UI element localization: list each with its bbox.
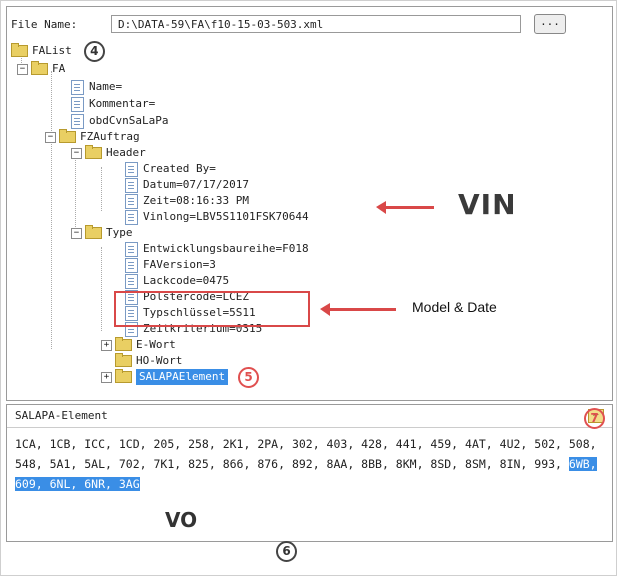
tree-node-entwicklungsbaureihe[interactable]: Entwicklungsbaureihe=F018 bbox=[125, 241, 309, 257]
tree-node-obd[interactable]: obdCvnSaLaPa bbox=[71, 113, 168, 129]
node-label: Zeit=08:16:33 PM bbox=[143, 194, 249, 207]
node-label: Datum=07/17/2017 bbox=[143, 178, 249, 191]
node-label: Lackcode=0475 bbox=[143, 274, 230, 287]
collapse-icon[interactable]: − bbox=[71, 147, 82, 159]
node-label: HO-Wort bbox=[136, 354, 183, 367]
annotation-5: 5 bbox=[238, 366, 260, 388]
tree-node-created-by[interactable]: Created By= bbox=[125, 161, 216, 177]
tree-connector bbox=[101, 167, 102, 211]
collapse-icon[interactable]: − bbox=[45, 131, 56, 143]
file-name-label: File Name: bbox=[11, 17, 78, 31]
node-label: obdCvnSaLaPa bbox=[89, 114, 169, 127]
file-row: File Name: D:\DATA-59\FA\f10-15-03-503.x… bbox=[11, 15, 521, 33]
node-label: Polstercode=LCEZ bbox=[143, 290, 249, 303]
tree-node-salapa-element[interactable]: + SALAPAElement 5 bbox=[101, 366, 260, 388]
node-label: Created By= bbox=[143, 162, 216, 175]
tree-connector bbox=[101, 247, 102, 331]
node-label: Name= bbox=[89, 80, 123, 93]
node-label: Typschlüssel=5S11 bbox=[143, 306, 256, 319]
salapa-panel: SALAPA-Element ⇤ 1CA, 1CB, ICC, 1CD, 205… bbox=[6, 404, 613, 542]
node-label: Type bbox=[106, 226, 133, 239]
tree-node-header[interactable]: − Header bbox=[71, 145, 146, 161]
vo-annotation: VO bbox=[165, 508, 198, 532]
node-label: Vinlong=LBV5S1101FSK70644 bbox=[143, 210, 309, 223]
node-label: FZAuftrag bbox=[80, 130, 140, 143]
document-icon bbox=[125, 209, 138, 225]
node-label: FAVersion=3 bbox=[143, 258, 216, 271]
document-icon bbox=[71, 79, 84, 95]
annotation-7: 7 bbox=[584, 408, 605, 429]
tree-node-ho-wort[interactable]: HO-Wort bbox=[115, 353, 182, 369]
tree-node-kommentar[interactable]: Kommentar= bbox=[71, 96, 155, 112]
expand-icon[interactable]: + bbox=[101, 371, 112, 383]
node-label-selected: SALAPAElement bbox=[136, 369, 229, 385]
browse-button[interactable]: ... bbox=[534, 14, 566, 34]
xml-tree-panel: File Name: D:\DATA-59\FA\f10-15-03-503.x… bbox=[6, 6, 613, 401]
document-icon bbox=[125, 257, 138, 273]
folder-open-icon bbox=[59, 129, 76, 143]
salapa-codes-plain: 1CA, 1CB, ICC, 1CD, 205, 258, 2K1, 2PA, … bbox=[15, 437, 597, 471]
tree-node-falist[interactable]: FAList 4 bbox=[11, 40, 105, 62]
tree-connector bbox=[75, 151, 76, 227]
node-label: Entwicklungsbaureihe=F018 bbox=[143, 242, 309, 255]
document-icon bbox=[125, 289, 138, 305]
file-path-input[interactable]: D:\DATA-59\FA\f10-15-03-503.xml bbox=[111, 15, 521, 33]
folder-open-icon bbox=[85, 225, 102, 239]
node-label: Kommentar= bbox=[89, 97, 156, 110]
annotation-4: 4 bbox=[83, 40, 105, 62]
folder-open-icon bbox=[11, 43, 28, 57]
document-icon bbox=[125, 305, 138, 321]
tree-node-name[interactable]: Name= bbox=[71, 79, 122, 95]
document-icon bbox=[125, 161, 138, 177]
node-label: FA bbox=[52, 62, 66, 75]
node-label: Header bbox=[106, 146, 146, 159]
document-icon bbox=[71, 113, 84, 129]
document-icon bbox=[125, 241, 138, 257]
tree-node-lackcode[interactable]: Lackcode=0475 bbox=[125, 273, 229, 289]
collapse-icon[interactable]: − bbox=[17, 63, 28, 75]
node-label: E-Wort bbox=[136, 338, 176, 351]
tree-node-faversion[interactable]: FAVersion=3 bbox=[125, 257, 216, 273]
tree-node-type[interactable]: − Type bbox=[71, 225, 133, 241]
vin-annotation: VIN bbox=[458, 188, 517, 221]
document-icon bbox=[125, 273, 138, 289]
tree-node-fa[interactable]: − FA bbox=[17, 61, 65, 77]
node-label: FAList bbox=[32, 44, 72, 57]
tree-node-datum[interactable]: Datum=07/17/2017 bbox=[125, 177, 249, 193]
folder-icon bbox=[115, 369, 132, 383]
annotation-6: 6 bbox=[276, 541, 297, 562]
tree-node-zeit[interactable]: Zeit=08:16:33 PM bbox=[125, 193, 249, 209]
document-icon bbox=[125, 193, 138, 209]
tree-node-e-wort[interactable]: + E-Wort bbox=[101, 337, 176, 353]
folder-icon bbox=[115, 353, 132, 367]
folder-icon bbox=[115, 337, 132, 351]
salapa-panel-header: SALAPA-Element ⇤ bbox=[7, 405, 612, 428]
tree-node-fzauftrag[interactable]: − FZAuftrag bbox=[45, 129, 140, 145]
collapse-icon[interactable]: − bbox=[71, 227, 82, 239]
model-date-highlight-box bbox=[114, 291, 310, 327]
folder-open-icon bbox=[85, 145, 102, 159]
salapa-panel-title: SALAPA-Element bbox=[15, 409, 108, 422]
salapa-codes: 1CA, 1CB, ICC, 1CD, 205, 258, 2K1, 2PA, … bbox=[7, 428, 612, 500]
tree-connector bbox=[51, 71, 52, 349]
tree-node-polstercode[interactable]: Polstercode=LCEZ bbox=[125, 289, 249, 305]
vin-arrow bbox=[376, 201, 434, 214]
model-date-arrow bbox=[320, 303, 396, 316]
tree-node-typschluessel[interactable]: Typschlüssel=5S11 bbox=[125, 305, 256, 321]
expand-icon[interactable]: + bbox=[101, 339, 112, 351]
tree-connector bbox=[21, 55, 22, 69]
document-icon bbox=[125, 177, 138, 193]
folder-open-icon bbox=[31, 61, 48, 75]
document-icon bbox=[71, 96, 84, 112]
model-date-annotation: Model & Date bbox=[412, 299, 497, 315]
tree-node-vinlong[interactable]: Vinlong=LBV5S1101FSK70644 bbox=[125, 209, 309, 225]
